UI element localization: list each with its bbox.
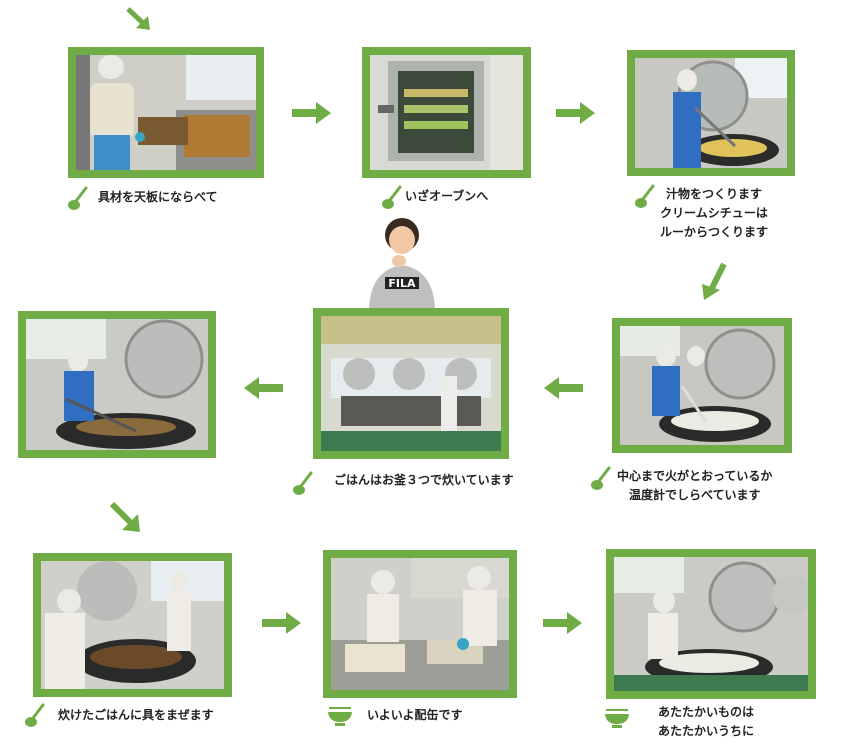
caption-step-9: あたたかいものは あたたかいうちに	[658, 705, 755, 738]
arrow-down-left-1	[702, 262, 727, 300]
mascot-child: FILA	[361, 215, 443, 308]
caption-step-5: ごはんはお釜３つで炊いています	[334, 473, 514, 487]
spoon-icon	[591, 466, 611, 490]
photo-mix-rice	[33, 553, 232, 697]
spoon-icon	[293, 471, 313, 495]
arrow-start	[126, 7, 150, 30]
caption-step-3: 汁物をつくります クリームシチューは ルーからつくります	[660, 187, 769, 239]
photo-oven	[362, 47, 531, 178]
mascot-shirt-text: FILA	[388, 277, 416, 290]
photo-thermometer	[612, 318, 792, 453]
arrow-right-3	[262, 612, 301, 634]
spoon-icon	[382, 185, 402, 209]
photo-rice-mix-start	[18, 311, 216, 458]
arrow-right-1	[292, 102, 331, 124]
caption-step-2: いざオーブンへ	[405, 189, 489, 203]
photo-serving	[323, 550, 517, 698]
bowl-icon	[605, 709, 629, 728]
photo-rice-pots	[313, 308, 509, 459]
arrow-right-4	[543, 612, 582, 634]
photo-soup	[627, 50, 795, 176]
photo-warm-stew	[606, 549, 816, 699]
caption-step-7: 炊けたごはんに具をまぜます	[58, 708, 214, 722]
spoon-icon	[635, 184, 655, 208]
arrow-left-2	[244, 377, 283, 399]
spoon-icon	[25, 703, 45, 727]
caption-step-8: いよいよ配缶です	[367, 708, 463, 722]
arrow-right-2	[556, 102, 595, 124]
arrow-left-1	[544, 377, 583, 399]
arrow-down-right	[109, 501, 140, 532]
caption-step-1: 具材を天板にならべて	[98, 190, 218, 204]
caption-step-4: 中心まで火がとおっているか 温度計でしらべています	[617, 469, 773, 502]
bowl-icon	[328, 707, 352, 726]
photo-arrange-ingredients	[68, 47, 264, 178]
spoon-icon	[68, 186, 88, 210]
